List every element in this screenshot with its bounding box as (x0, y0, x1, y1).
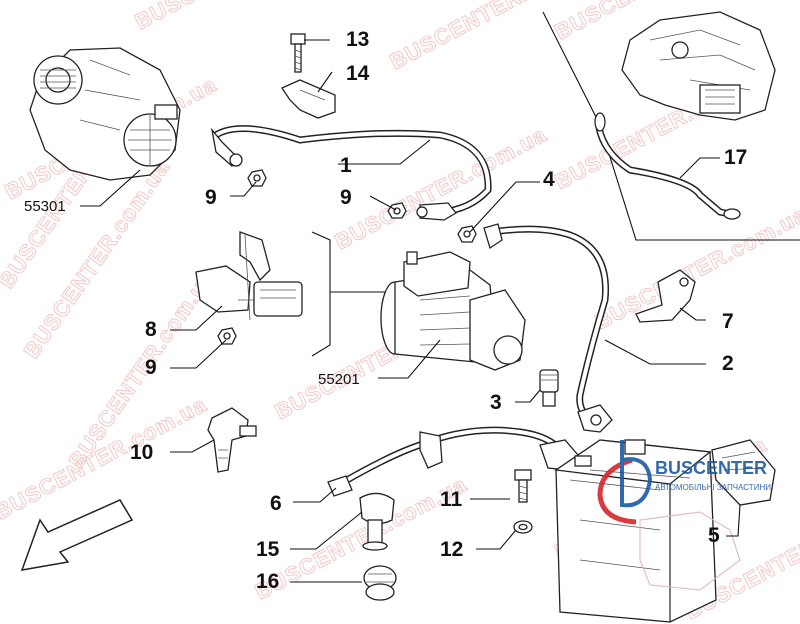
washer-12 (513, 520, 533, 534)
bracket-plate (281, 79, 336, 119)
direction-arrow-shape (20, 499, 134, 571)
callout-9-middle: 9 (340, 186, 352, 209)
callout-11: 11 (440, 488, 463, 511)
terminal-cover-5 (711, 439, 776, 506)
callout-15: 15 (256, 538, 280, 561)
logo-arc-red (597, 457, 637, 525)
pressure-switch-3 (539, 369, 559, 407)
callout-17: 17 (724, 146, 747, 169)
relay-bracket-8 (195, 231, 303, 321)
ground-strap (594, 112, 741, 220)
bracket-14 (281, 79, 336, 119)
leader-lines (80, 39, 741, 583)
callout-5: 5 (708, 524, 720, 547)
bolt-head (290, 33, 306, 45)
callout-3: 3 (490, 391, 502, 414)
watermark-text: BUSCENTER.com.ua (591, 202, 800, 335)
callout-6: 6 (270, 492, 282, 515)
callout-9-lower: 9 (145, 356, 157, 379)
gearbox-housing (621, 11, 776, 121)
callout-10: 10 (130, 441, 153, 464)
buscenter-logo: BUSCENTER АВТОМОБІЛЬНІ ЗАПЧАСТИНИ (597, 440, 771, 591)
callout-numbers: 13 14 1 9 9 4 17 8 9 7 2 3 10 6 11 5 15 … (24, 28, 747, 593)
bracket-body (195, 265, 251, 313)
clip-15 (359, 492, 395, 551)
starter-solenoid (403, 251, 471, 297)
bolt-11 (514, 469, 532, 503)
logo-brand-subtitle: АВТОМОБІЛЬНІ ЗАПЧАСТИНИ (655, 483, 771, 492)
gearbox-mount (699, 84, 741, 114)
starter-motor (311, 231, 526, 371)
starter-pinion (493, 335, 523, 365)
logo-brand-text: BUSCENTER (655, 458, 767, 478)
callout-2: 2 (722, 352, 734, 375)
gearbox-inset (542, 11, 800, 241)
callout-16: 16 (256, 570, 279, 593)
callout-12: 12 (440, 538, 463, 561)
bolt-13 (290, 33, 306, 73)
direction-arrow (20, 499, 134, 571)
battery-cable-1 (210, 125, 492, 221)
connector-10 (207, 407, 257, 473)
nut-9-upper (247, 169, 267, 187)
nut-9-lower (217, 327, 237, 345)
alternator-part-code: 55301 (24, 198, 66, 215)
watermark-text: BUSCENTER.com.ua (331, 122, 551, 255)
watermark-text: BUSCENTER.com.ua (131, 0, 351, 34)
bracket-7 (635, 269, 696, 323)
callout-1: 1 (340, 154, 352, 177)
clip-16 (363, 565, 397, 601)
alternator (29, 47, 181, 181)
callout-7: 7 (722, 310, 734, 333)
callout-8: 8 (145, 318, 157, 341)
logo-bus-outline (639, 511, 741, 591)
battery (554, 439, 717, 623)
callout-13: 13 (346, 28, 369, 51)
callout-4: 4 (543, 168, 555, 191)
callout-14: 14 (346, 62, 370, 85)
logo-letter-b (620, 440, 653, 508)
starter-part-code: 55201 (318, 371, 360, 388)
inset-border (542, 11, 800, 241)
battery-cable-2 (483, 223, 613, 433)
bracket-clip (239, 231, 271, 282)
starter-bracket-line (311, 231, 331, 357)
battery-top (554, 439, 712, 485)
callout-9-upper: 9 (205, 186, 217, 209)
watermark-text: BUSCENTER.com.ua (251, 472, 471, 605)
relay-box (253, 281, 303, 317)
